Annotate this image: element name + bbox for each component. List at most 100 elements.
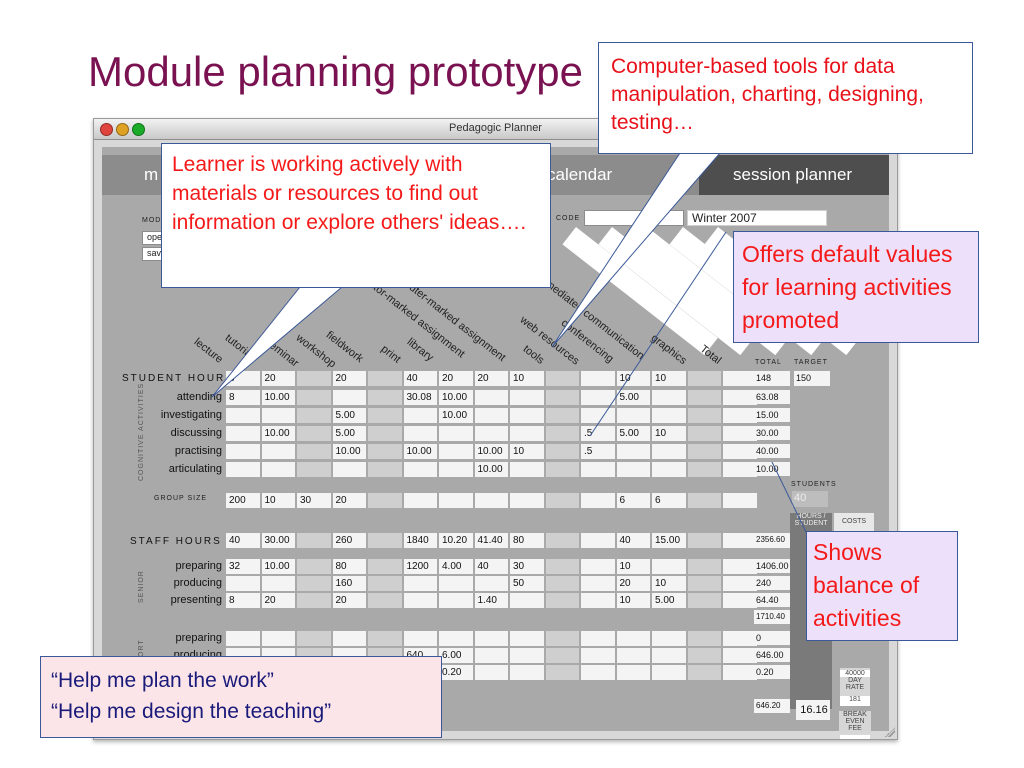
group-size-cell[interactable] [403, 493, 437, 508]
student-cell[interactable] [652, 444, 686, 459]
staff-cell[interactable]: 5.00 [652, 593, 686, 608]
staff-cell[interactable] [545, 576, 579, 591]
staff-cell[interactable]: 32 [226, 559, 260, 574]
student-cell[interactable] [368, 426, 402, 441]
student-cell[interactable] [545, 426, 579, 441]
support-cell[interactable] [332, 631, 366, 646]
staff-cell[interactable] [510, 593, 544, 608]
student-cell[interactable] [581, 408, 615, 423]
student-cell[interactable] [368, 408, 402, 423]
staff-cell[interactable] [581, 576, 615, 591]
support-cell[interactable] [652, 631, 686, 646]
students-value[interactable]: 40 [792, 491, 828, 507]
staff-hours-cell[interactable]: 80 [510, 533, 544, 548]
staff-cell[interactable] [545, 559, 579, 574]
support-cell[interactable] [403, 631, 437, 646]
student-row-total[interactable]: 30.00 [754, 426, 790, 440]
staff-row-total[interactable]: 1406.00 [754, 559, 790, 573]
student-hours-cell[interactable] [723, 371, 757, 386]
student-hours-cell[interactable]: 40 [403, 371, 437, 386]
student-cell[interactable] [687, 462, 721, 477]
support-row-total[interactable]: 0.20 [754, 665, 790, 679]
support-cell[interactable] [545, 631, 579, 646]
costs-tab[interactable]: COSTS [834, 513, 874, 531]
student-hours-cell[interactable]: 20 [261, 371, 295, 386]
staff-cell[interactable]: 30 [510, 559, 544, 574]
staff-cell[interactable] [581, 593, 615, 608]
staff-cell[interactable] [403, 576, 437, 591]
staff-cell[interactable]: 80 [332, 559, 366, 574]
student-cell[interactable] [510, 408, 544, 423]
student-cell[interactable] [439, 426, 473, 441]
student-cell[interactable] [545, 390, 579, 405]
student-hours-cell[interactable] [545, 371, 579, 386]
support-cell[interactable] [510, 665, 544, 680]
student-cell[interactable] [474, 390, 508, 405]
support-cell[interactable] [474, 631, 508, 646]
day-rate-value[interactable]: 181 [840, 696, 870, 706]
support-cell[interactable] [616, 648, 650, 663]
student-cell[interactable]: 30.08 [403, 390, 437, 405]
student-cell[interactable]: 10.00 [261, 390, 295, 405]
staff-cell[interactable]: 160 [332, 576, 366, 591]
support-cell[interactable] [510, 648, 544, 663]
resize-grip-icon[interactable] [885, 727, 895, 737]
staff-cell[interactable]: 10 [652, 576, 686, 591]
support-cell[interactable] [652, 665, 686, 680]
staff-cell[interactable] [545, 593, 579, 608]
student-cell[interactable] [687, 426, 721, 441]
student-row-total[interactable]: 40.00 [754, 444, 790, 458]
group-size-cell[interactable]: 200 [226, 493, 260, 508]
staff-cell[interactable] [439, 593, 473, 608]
student-cell[interactable]: 5.00 [616, 426, 650, 441]
student-cell[interactable]: 10.00 [474, 462, 508, 477]
staff-hours-cell[interactable] [687, 533, 721, 548]
staff-cell[interactable] [261, 576, 295, 591]
student-cell[interactable] [439, 444, 473, 459]
support-cell[interactable] [226, 631, 260, 646]
student-cell[interactable] [439, 462, 473, 477]
student-cell[interactable] [723, 426, 757, 441]
save-button[interactable]: sav [142, 247, 166, 261]
student-cell[interactable] [652, 390, 686, 405]
staff-hours-cell[interactable] [297, 533, 331, 548]
support-cell[interactable] [474, 648, 508, 663]
support-cell[interactable] [687, 631, 721, 646]
group-size-cell[interactable] [545, 493, 579, 508]
student-hours-cell[interactable]: 8 [226, 371, 260, 386]
student-cell[interactable] [723, 390, 757, 405]
support-cell[interactable] [616, 631, 650, 646]
student-hours-cell[interactable]: 10 [652, 371, 686, 386]
student-cell[interactable] [297, 444, 331, 459]
student-cell[interactable] [368, 390, 402, 405]
student-cell[interactable] [226, 444, 260, 459]
student-cell[interactable] [474, 426, 508, 441]
staff-hours-cell[interactable]: 15.00 [652, 533, 686, 548]
staff-hours-cell[interactable]: 1840 [403, 533, 437, 548]
student-hours-cell[interactable] [297, 371, 331, 386]
student-cell[interactable] [297, 408, 331, 423]
support-cell[interactable] [723, 631, 757, 646]
student-cell[interactable]: 10.00 [403, 444, 437, 459]
student-cell[interactable] [581, 390, 615, 405]
staff-cell[interactable] [297, 559, 331, 574]
staff-total[interactable]: 2356.60 [754, 533, 790, 548]
staff-cell[interactable]: 4.00 [439, 559, 473, 574]
student-cell[interactable] [723, 444, 757, 459]
staff-cell[interactable] [226, 576, 260, 591]
staff-cell[interactable]: 10.00 [261, 559, 295, 574]
staff-cell[interactable] [687, 593, 721, 608]
student-cell[interactable]: .5 [581, 426, 615, 441]
staff-cell[interactable] [474, 576, 508, 591]
student-cell[interactable]: 10.00 [439, 390, 473, 405]
support-cell[interactable] [510, 631, 544, 646]
staff-hours-cell[interactable]: 10.20 [439, 533, 473, 548]
student-cell[interactable] [297, 462, 331, 477]
student-cell[interactable] [652, 408, 686, 423]
student-cell[interactable]: 5.00 [332, 408, 366, 423]
tab-module[interactable]: m [144, 165, 159, 184]
staff-cell[interactable] [687, 559, 721, 574]
support-cell[interactable] [652, 648, 686, 663]
staff-cell[interactable]: 20 [332, 593, 366, 608]
staff-cell[interactable]: 20 [261, 593, 295, 608]
